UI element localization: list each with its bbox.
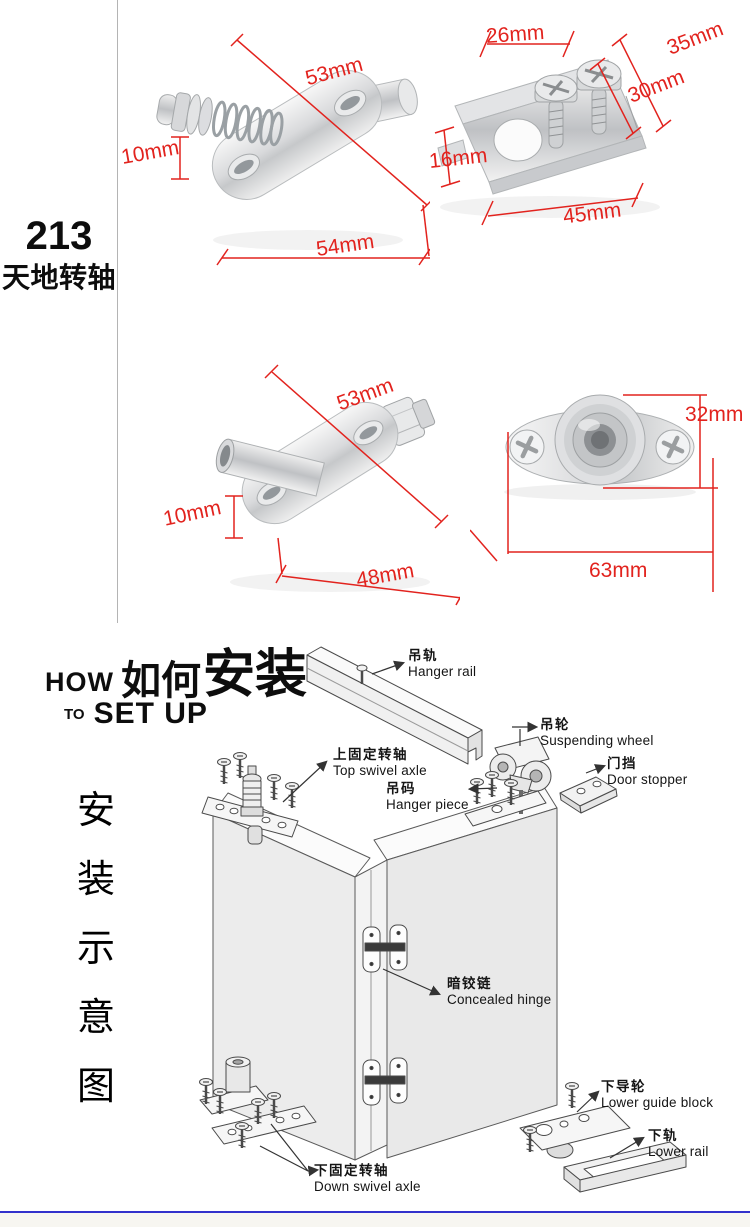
label-top-swivel-axle: 上固定转轴 Top swivel axle — [333, 747, 427, 778]
product-name: 天地转轴 — [1, 262, 116, 293]
bracket-screw-left — [534, 74, 578, 149]
bottom-strip — [0, 1213, 750, 1227]
photo-spring-swivel-axle — [156, 33, 430, 266]
lower-guide-block-part — [519, 1081, 631, 1159]
logo-to-text: TO — [64, 706, 85, 723]
label-door-stopper-zh: 门挡 — [607, 756, 637, 771]
label-suspending-wheel-zh: 吊轮 — [540, 717, 570, 732]
vertical-caption-char: 示 — [76, 928, 115, 970]
label-top-swivel-axle-zh: 上固定转轴 — [333, 747, 408, 762]
howto-logo-line2: TO SET UP — [64, 699, 208, 729]
down-swivel-axle-part — [198, 1056, 317, 1150]
dimension-lines — [434, 30, 672, 226]
spring-axle-part — [156, 70, 418, 250]
dim-bracket-top: 26mm — [485, 20, 546, 49]
label-hanger-piece: 吊码 Hanger piece — [386, 781, 469, 812]
label-lower-rail: 下轨 Lower rail — [648, 1128, 709, 1159]
vertical-caption-char: 图 — [76, 1066, 115, 1108]
label-concealed-hinge-en: Concealed hinge — [447, 991, 552, 1007]
lower-rail-part — [563, 1141, 687, 1193]
logo-how-text: HOW — [45, 667, 114, 697]
label-hanger-piece-en: Hanger piece — [386, 796, 469, 812]
bearing-plate-part — [504, 394, 696, 500]
dimension-lines — [171, 33, 430, 266]
label-lower-rail-zh: 下轨 — [648, 1128, 678, 1143]
label-down-swivel-axle: 下固定转轴 Down swivel axle — [314, 1163, 421, 1194]
bracket-screw-right — [576, 59, 622, 135]
label-hanger-piece-zh: 吊码 — [386, 781, 416, 796]
label-suspending-wheel-en: Suspending wheel — [540, 732, 654, 748]
logo-anzhuang-text: 安装 — [202, 646, 307, 704]
installation-diagram — [198, 646, 687, 1193]
concealed-hinges — [362, 924, 408, 1106]
howto-logo: HOW 如何 安装 — [45, 649, 307, 701]
label-top-swivel-axle-en: Top swivel axle — [333, 762, 427, 778]
photo-mounting-bracket — [434, 30, 672, 226]
dimension-lines — [470, 394, 718, 592]
label-hanger-rail-zh: 吊轨 — [408, 648, 438, 663]
label-door-stopper-en: Door stopper — [607, 771, 688, 787]
label-hanger-rail: 吊轨 Hanger rail — [408, 648, 476, 679]
label-down-swivel-axle-en: Down swivel axle — [314, 1178, 421, 1194]
label-down-swivel-axle-zh: 下固定转轴 — [314, 1163, 389, 1178]
photo-bearing-plate — [470, 394, 718, 592]
logo-ruhe-text: 如何 — [120, 659, 201, 703]
dimension-lines — [225, 364, 460, 606]
label-concealed-hinge: 暗铰链 Concealed hinge — [447, 976, 551, 1007]
label-lower-guide-block-en: Lower guide block — [601, 1094, 714, 1110]
bracket-part — [437, 59, 660, 218]
dim-bearing-plate-width: 63mm — [589, 559, 648, 582]
label-concealed-hinge-zh: 暗铰链 — [447, 976, 492, 991]
dim-bearing-plate-height: 32mm — [685, 403, 744, 426]
hanger-rail-part — [306, 646, 483, 765]
photo-threaded-swivel-axle — [215, 364, 460, 606]
bottom-rule — [0, 1211, 750, 1213]
label-lower-guide-block-zh: 下导轮 — [601, 1079, 646, 1094]
leader-lines — [259, 660, 645, 1177]
threaded-axle-part — [215, 396, 436, 592]
door-stopper-part — [559, 776, 618, 814]
vertical-caption-char: 意 — [76, 997, 115, 1039]
logo-setup-text: SET UP — [93, 697, 208, 730]
label-lower-guide-block: 下导轮 Lower guide block — [601, 1079, 713, 1110]
label-hanger-rail-en: Hanger rail — [408, 663, 477, 679]
folding-doors — [212, 786, 558, 1161]
vertical-caption: 安 装 示 意 图 — [70, 792, 122, 1106]
hanger-piece-part — [464, 770, 547, 827]
vertical-caption-char: 安 — [76, 790, 115, 832]
vertical-caption-char: 装 — [76, 859, 115, 901]
top-swivel-axle-part — [201, 751, 300, 845]
product-model-number: 213 — [25, 214, 93, 258]
label-lower-rail-en: Lower rail — [648, 1143, 709, 1159]
label-suspending-wheel: 吊轮 Suspending wheel — [540, 717, 654, 748]
label-door-stopper: 门挡 Door stopper — [607, 756, 687, 787]
vertical-divider — [117, 0, 118, 623]
